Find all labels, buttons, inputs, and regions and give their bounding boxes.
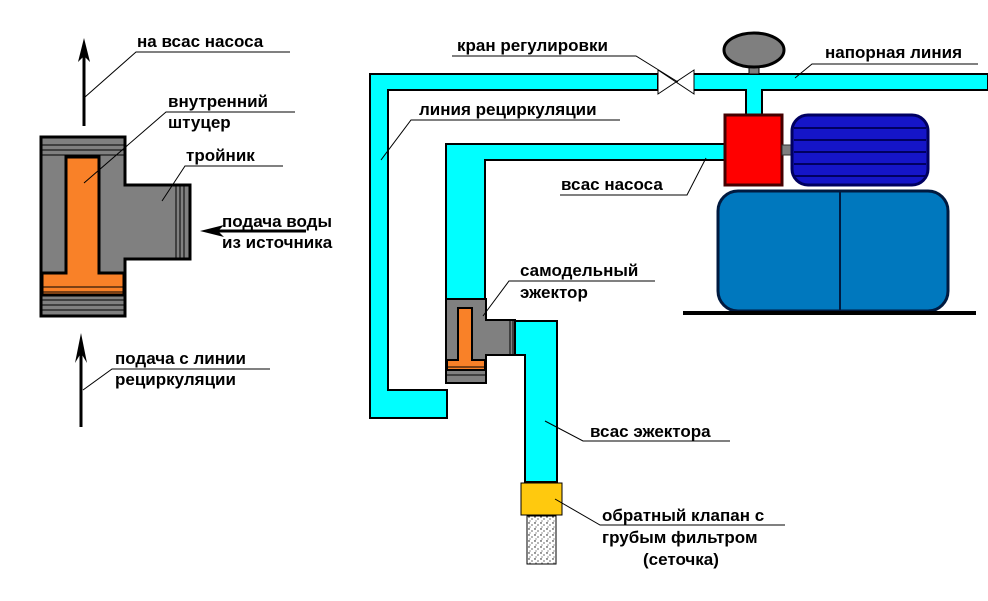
label-recirc-supply-line1: подача с линии bbox=[115, 349, 246, 368]
label-water-supply-line1: подача воды bbox=[222, 212, 332, 231]
label-control-valve: кран регулировки bbox=[457, 36, 608, 55]
recirculation-pipe bbox=[369, 73, 659, 419]
control-valve-icon bbox=[657, 69, 695, 95]
inner-fitting bbox=[40, 155, 126, 297]
label-tee: тройник bbox=[186, 146, 255, 165]
mesh-filter bbox=[526, 515, 557, 565]
pressure-gauge-icon bbox=[722, 31, 786, 75]
hydraulic-accumulator-tank bbox=[683, 189, 976, 315]
label-recirculation-line: линия рециркуляции bbox=[419, 100, 597, 119]
label-inner-fitting-line1: внутренний bbox=[168, 92, 268, 111]
electric-motor bbox=[790, 113, 930, 187]
label-water-supply-line2: из источника bbox=[222, 233, 333, 252]
label-ejector-line2: эжектор bbox=[520, 283, 588, 302]
tee-detail: на всас насоса внутренний штуцер тройник… bbox=[39, 32, 333, 427]
system-diagram: кран регулировки напорная линия линия ре… bbox=[369, 31, 988, 569]
label-pressure-line: напорная линия bbox=[825, 43, 962, 62]
label-recirc-supply-line2: рециркуляции bbox=[115, 370, 236, 389]
arrow-left-water-supply-icon bbox=[200, 225, 306, 237]
pump-head bbox=[723, 113, 784, 187]
label-ejector-suction: всас эжектора bbox=[590, 422, 711, 441]
homemade-ejector bbox=[445, 298, 516, 384]
label-check-valve-line2: грубым фильтром bbox=[602, 528, 758, 547]
arrow-up-to-pump-icon bbox=[78, 38, 90, 126]
label-inner-fitting-line2: штуцер bbox=[168, 113, 231, 132]
label-check-valve-line3: (сеточка) bbox=[643, 550, 719, 569]
arrow-up-recirculation-icon bbox=[75, 333, 87, 427]
pressure-line-pipe bbox=[692, 73, 988, 117]
label-ejector-line1: самодельный bbox=[520, 261, 638, 280]
label-pump-suction: всас насоса bbox=[561, 175, 663, 194]
ejector-suction-pipe bbox=[514, 320, 558, 483]
label-check-valve-line1: обратный клапан с bbox=[602, 506, 764, 525]
label-to-pump-suction: на всас насоса bbox=[137, 32, 264, 51]
